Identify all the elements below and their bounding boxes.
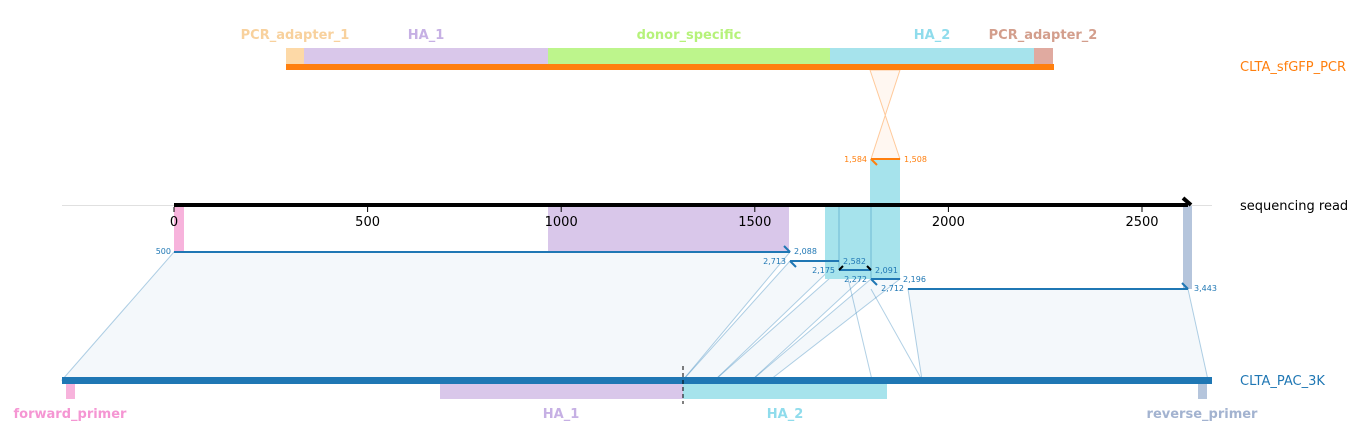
read-forward-primer-region [174,206,184,252]
genome-alignment-connector [845,269,873,381]
genome-alignment-connector [870,288,923,381]
donor-coord-end: 1,508 [904,155,927,164]
genome-alignment-segments [174,245,1189,290]
genome-ha-2 [683,383,887,399]
genome-label-reverse-primer: reverse_primer [1147,407,1259,422]
read-axis-ticks: 0 500 1000 1500 2000 2500 [170,207,1159,230]
read-axis-tick-label: 0 [170,215,178,230]
read-axis-arrowhead [1181,196,1193,207]
read-ha2-region [825,206,900,279]
donor-alignment-area [869,69,901,160]
genome-coord-a3-start: 2,175 [812,266,835,275]
genome-segment-1-arrow [783,245,791,253]
read-reverse-primer-region [1183,206,1192,289]
genome-segment-2-arrow [789,260,797,268]
donor-features [286,48,1054,70]
donor-label-pcr-adapter-2: PCR_adapter_2 [989,28,1098,43]
donor-coord-start: 1,584 [844,155,867,164]
genome-target-bar [62,377,1212,384]
read-axis-tick-label: 1500 [738,215,771,230]
donor-donor-specific [548,48,830,65]
genome-segment-3-arrow-end [866,265,872,271]
donor-target-name: CLTA_sfGFP_PCR [1240,60,1346,75]
genome-features [62,366,1212,404]
donor-pcr-adapter-1 [286,48,304,65]
read-axis-tick-label: 2000 [932,215,965,230]
genome-label-ha-2: HA_2 [767,407,804,422]
read-donor-ha2-region [870,159,900,206]
read-axis-tick-label: 1000 [545,215,578,230]
genome-segment-4-arrow [870,278,878,286]
genome-segment-3-arrow [838,265,844,271]
donor-ha-1 [304,48,548,65]
donor-label-ha-2: HA_2 [914,28,951,43]
donor-target-bar [286,64,1054,70]
donor-label-donor-specific: donor_specific [637,28,742,43]
donor-ha-2 [830,48,1034,65]
read-axis-tick-label: 2500 [1125,215,1158,230]
genome-coord-a1-end: 2,088 [794,247,817,256]
genome-coord-a2-start: 2,713 [763,257,786,266]
donor-label-pcr-adapter-1: PCR_adapter_1 [241,28,350,43]
genome-alignment-area-left [60,251,792,381]
genome-segment-5-arrow [1181,282,1189,290]
genome-coord-a5-start: 2,712 [881,284,904,293]
donor-alignment-arrow-tick [870,158,878,166]
genome-coord-500: 500 [156,247,171,256]
donor-label-ha-1: HA_1 [408,28,445,43]
genome-coord-a4-end: 2,196 [903,275,926,284]
read-target-name: sequencing read [1240,199,1348,214]
genome-coord-a4-start: 2,272 [844,275,867,284]
read-axis-tick-label: 500 [355,215,380,230]
genome-coord-a2-end: 2,582 [843,257,866,266]
genome-forward-primer [66,383,75,399]
donor-pcr-adapter-2 [1034,48,1053,65]
genome-label-forward-primer: forward_primer [14,407,128,422]
genome-label-ha-1: HA_1 [543,407,580,422]
genome-ha-1 [440,383,683,399]
genome-coord-a3-end: 2,091 [875,266,898,275]
genome-reverse-primer [1198,383,1207,399]
genome-coord-read-end: 3,443 [1194,284,1217,293]
genome-alignment-area-right [907,288,1209,381]
genome-target-name: CLTA_PAC_3K [1240,374,1325,389]
read-ha1-region [548,206,789,252]
